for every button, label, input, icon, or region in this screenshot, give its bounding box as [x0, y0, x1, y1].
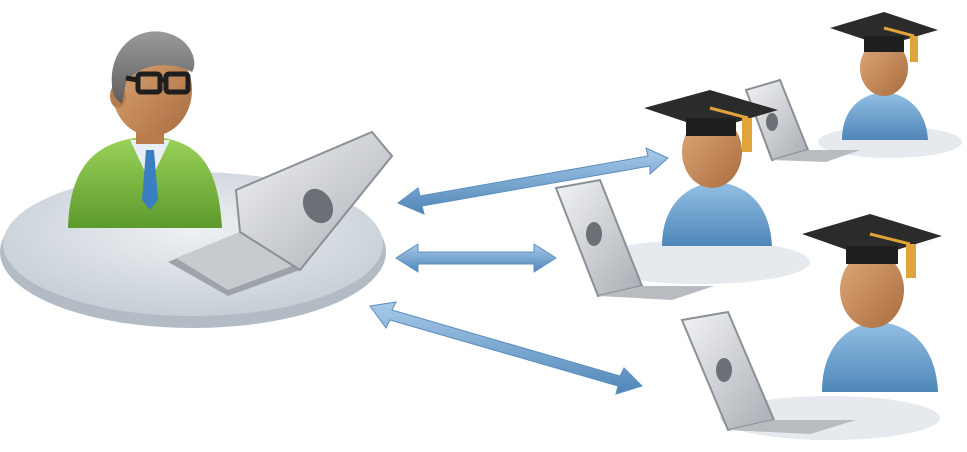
arrow-teacher-student-middle [396, 244, 556, 272]
arrow-teacher-student-top [398, 148, 668, 214]
arrow-teacher-student-bottom [370, 302, 642, 394]
student-1 [746, 12, 962, 162]
teacher-figure [68, 31, 222, 228]
